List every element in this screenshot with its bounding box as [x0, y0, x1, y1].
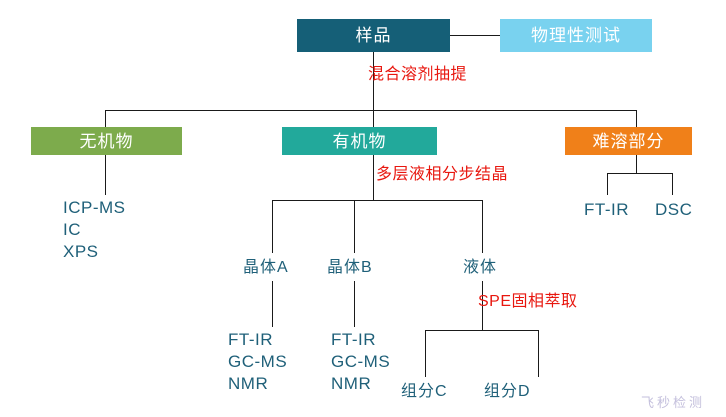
node-physical-test[interactable]: 物理性测试 [500, 19, 652, 52]
connector-organic-drop-liquid [482, 200, 483, 253]
node-fraction-c-label: 组分C [401, 383, 448, 400]
connector-bus-drop-insoluble [636, 110, 637, 128]
annotation-crystallization: 多层液相分步结晶 [376, 166, 509, 183]
node-crystal-b-label: 晶体B [327, 259, 373, 276]
node-sample[interactable]: 样品 [297, 19, 450, 52]
connector-organic-drop-b [354, 200, 355, 253]
node-crystal-a-label: 晶体A [243, 259, 289, 276]
connector-organic-bus [272, 200, 482, 201]
insoluble-method-dsc: DSC [655, 200, 693, 219]
node-inorganic-label: 无机物 [79, 131, 134, 151]
inorganic-method-list: ICP-MS IC XPS [63, 198, 126, 261]
node-sample-label: 样品 [355, 26, 392, 45]
node-organic[interactable]: 有机物 [282, 127, 437, 155]
node-liquid-label: 液体 [463, 259, 498, 276]
connector-sample-trunk [373, 52, 374, 110]
connector-organic-trunk [373, 155, 374, 200]
insoluble-method-ftir: FT-IR [584, 200, 629, 219]
connector-insoluble-drop-dsc [672, 173, 673, 195]
connector-organic-drop-a [272, 200, 273, 253]
crystal-b-method-list: FT-IR GC-MS NMR [331, 330, 391, 393]
connector-crystal-a-to-methods [272, 281, 273, 327]
connector-bus-drop-inorganic [105, 110, 106, 128]
annotation-spe: SPE固相萃取 [478, 293, 578, 310]
connector-fraction-bus [105, 110, 636, 111]
connector-insoluble-trunk [636, 155, 637, 173]
watermark: 飞秒检测 [641, 395, 706, 410]
node-physical-test-label: 物理性测试 [531, 26, 621, 45]
annotation-extraction: 混合溶剂抽提 [368, 66, 468, 83]
connector-insoluble-bus [607, 173, 673, 174]
connector-liquid-drop-d [538, 330, 539, 377]
connector-liquid-trunk [482, 281, 483, 330]
node-inorganic[interactable]: 无机物 [31, 127, 182, 155]
connector-crystal-b-to-methods [354, 281, 355, 327]
node-fraction-d-label: 组分D [484, 383, 531, 400]
connector-sample-to-physical [450, 35, 500, 36]
connector-bus-drop-organic [373, 110, 374, 128]
connector-liquid-drop-c [425, 330, 426, 377]
connector-insoluble-drop-ftir [607, 173, 608, 195]
connector-inorganic-to-methods [105, 155, 106, 195]
node-organic-label: 有机物 [332, 131, 387, 151]
node-insoluble-label: 难溶部分 [592, 131, 665, 151]
node-insoluble[interactable]: 难溶部分 [565, 127, 692, 155]
connector-liquid-bus [425, 330, 539, 331]
crystal-a-method-list: FT-IR GC-MS NMR [228, 330, 288, 393]
